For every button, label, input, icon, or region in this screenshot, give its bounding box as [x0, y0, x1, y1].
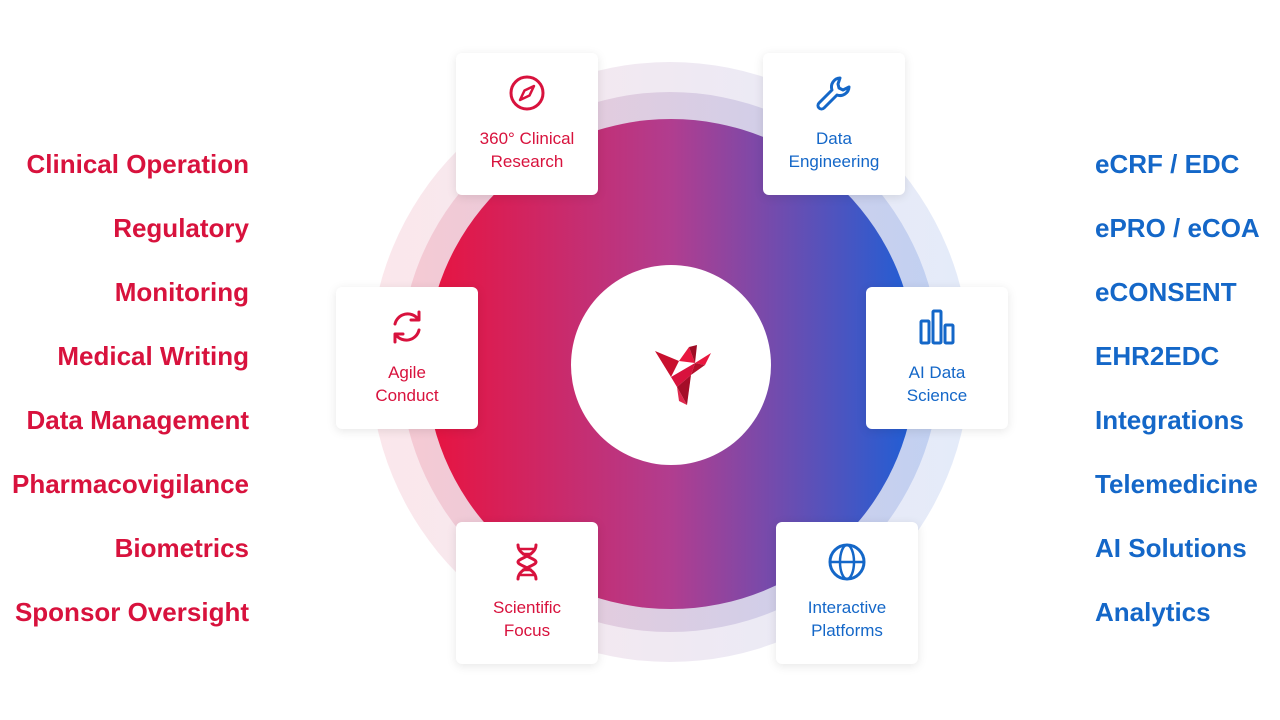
- technology-item: ePRO / eCOA: [1095, 213, 1260, 243]
- technology-item: EHR2EDC: [1095, 341, 1220, 371]
- technology-item: eCRF / EDC: [1095, 149, 1240, 179]
- dna-icon: [516, 543, 538, 581]
- card-clinical-research: 360° Clinical Research: [456, 53, 598, 195]
- service-item: Pharmacovigilance: [12, 469, 249, 499]
- services-list: Clinical Operation Regulatory Monitoring…: [12, 144, 249, 656]
- card-agile-conduct: Agile Conduct: [336, 287, 478, 429]
- card-scientific-focus: Scientific Focus: [456, 522, 598, 664]
- card-label: Agile Conduct: [375, 363, 439, 405]
- service-item: Regulatory: [113, 213, 249, 243]
- technology-item: Analytics: [1095, 597, 1211, 627]
- service-item: Medical Writing: [57, 341, 249, 371]
- card-label: AI Data Science: [906, 363, 968, 405]
- card-label: Scientific Focus: [492, 598, 562, 640]
- globe-icon: [828, 543, 866, 581]
- compass-icon: [509, 75, 545, 111]
- service-item: Clinical Operation: [26, 149, 250, 179]
- card-data-engineering: Data Engineering: [763, 53, 905, 195]
- service-item: Sponsor Oversight: [14, 597, 249, 627]
- technology-list: eCRF / EDC ePRO / eCOA eCONSENT EHR2EDC …: [1095, 144, 1260, 656]
- technology-item: Telemedicine: [1095, 469, 1258, 499]
- center-logo-disc: [571, 265, 771, 465]
- service-item: Data Management: [26, 405, 250, 435]
- card-interactive-platforms: Interactive Platforms: [776, 522, 918, 664]
- bar-chart-icon: [919, 309, 955, 345]
- service-item: Biometrics: [114, 533, 249, 563]
- wrench-icon: [816, 76, 851, 111]
- card-label: Interactive Platforms: [807, 598, 887, 640]
- origami-bird-logo: [655, 345, 711, 405]
- card-label: 360° Clinical Research: [479, 129, 575, 171]
- technology-item: eCONSENT: [1095, 277, 1237, 307]
- technology-item: Integrations: [1095, 405, 1244, 435]
- refresh-icon: [393, 310, 421, 344]
- service-item: Monitoring: [114, 277, 249, 307]
- technology-item: AI Solutions: [1095, 533, 1247, 563]
- card-label: Data Engineering: [788, 129, 880, 171]
- card-ai-data-science: AI Data Science: [866, 287, 1008, 429]
